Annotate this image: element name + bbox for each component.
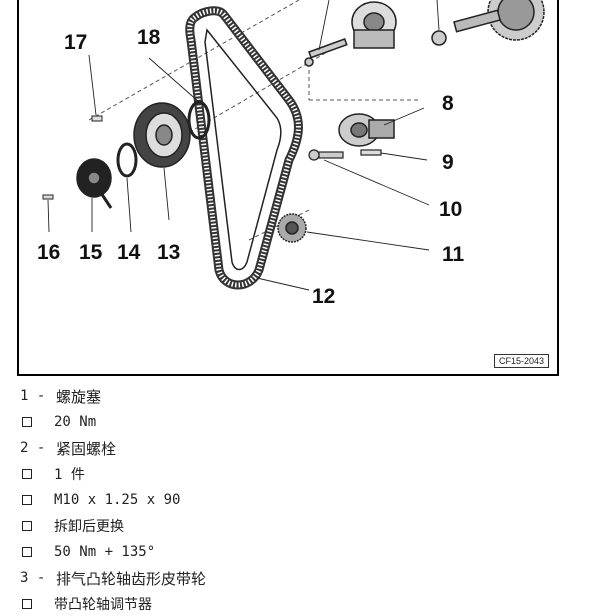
- callout-11: 11: [442, 243, 465, 266]
- exploded-diagram: 17 18 8 9 10 11 12 13 14 15 16 CF15-2043: [17, 0, 559, 376]
- callout-10: 10: [439, 198, 463, 221]
- callout-18: 18: [137, 26, 161, 49]
- callout-13: 13: [157, 241, 181, 264]
- checkbox-icon: [22, 599, 32, 609]
- legend-subitem: 50 Nm + 135°: [20, 540, 155, 564]
- legend-item-3: 3 - 排气凸轮轴齿形皮带轮: [20, 566, 206, 590]
- checkbox-icon: [22, 521, 32, 531]
- item-name: 螺旋塞: [56, 387, 102, 406]
- legend-subitem: 1 件: [20, 462, 85, 486]
- legend-subitem: 20 Nm: [20, 410, 96, 434]
- subitem-text: M10 x 1.25 x 90: [54, 492, 181, 508]
- figure-code: CF15-2043: [493, 354, 549, 368]
- subitem-text: 带凸轮轴调节器: [54, 597, 152, 613]
- subitem-text: 拆卸后更换: [54, 519, 124, 535]
- sensor: [76, 158, 113, 209]
- item-name: 排气凸轮轴齿形皮带轮: [56, 569, 207, 588]
- tensioner-top: [351, 1, 397, 49]
- callout-8: 8: [442, 92, 454, 115]
- subitem-text: 20 Nm: [54, 414, 97, 430]
- item-number: 3 -: [20, 570, 46, 586]
- subitem-text: 1 件: [54, 467, 85, 483]
- toothed-belt: [185, 6, 303, 290]
- crank-gear: [277, 213, 307, 243]
- camshaft-gear: [431, 0, 545, 46]
- item-number: 1 -: [20, 388, 46, 404]
- item-name: 紧固螺栓: [56, 439, 117, 458]
- legend-subitem: 拆卸后更换: [20, 514, 124, 538]
- checkbox-icon: [22, 495, 32, 505]
- callout-15: 15: [79, 241, 103, 264]
- legend-subitem: 带凸轮轴调节器: [20, 592, 152, 616]
- legend-item-2: 2 - 紧固螺栓: [20, 436, 116, 460]
- checkbox-icon: [22, 547, 32, 557]
- callout-12: 12: [312, 285, 336, 308]
- legend-item-1: 1 - 螺旋塞: [20, 384, 101, 408]
- idler-roller: [338, 113, 395, 147]
- callout-14: 14: [117, 241, 141, 264]
- callout-17: 17: [64, 31, 88, 54]
- hub: [133, 102, 191, 168]
- timing-belt-drawing: [42, 0, 545, 291]
- legend-subitem: M10 x 1.25 x 90: [20, 488, 180, 512]
- checkbox-icon: [22, 417, 32, 427]
- callout-9: 9: [442, 151, 454, 174]
- item-number: 2 -: [20, 440, 46, 456]
- checkbox-icon: [22, 469, 32, 479]
- subitem-text: 50 Nm + 135°: [54, 544, 156, 560]
- callout-16: 16: [37, 241, 61, 264]
